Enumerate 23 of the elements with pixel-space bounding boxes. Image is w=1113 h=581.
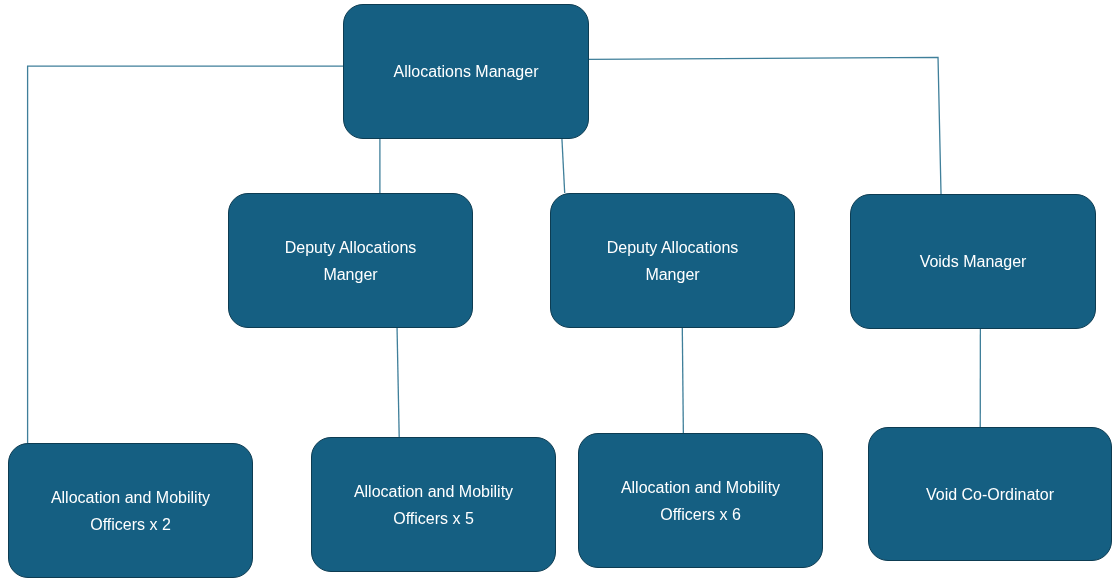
role-box: [850, 194, 1096, 329]
role-box: [228, 193, 473, 328]
connector-line: [396, 327, 400, 438]
role-box: [8, 443, 253, 578]
role-title: Allocation and Mobility Officers x 6: [619, 477, 782, 525]
role-box: [868, 427, 1112, 561]
role-title: Allocation and Mobility Officers x 2: [49, 487, 212, 535]
connector-line: [681, 327, 684, 434]
role-title: Deputy Allocations Manger: [605, 237, 740, 285]
role-title: Deputy Allocations Manger: [283, 237, 418, 285]
connector-line: [26, 65, 344, 444]
role-title: Voids Manager: [919, 252, 1027, 272]
role-title: Allocations Manager: [393, 62, 539, 82]
connector-line: [588, 56, 942, 195]
role-box: [343, 4, 589, 139]
connector-line: [561, 138, 566, 194]
connector-line: [379, 138, 381, 194]
role-title: Allocation and Mobility Officers x 5: [352, 481, 515, 529]
role-box: [550, 193, 795, 328]
role-box: [578, 433, 823, 568]
connector-line: [979, 328, 982, 428]
role-box: [311, 437, 556, 572]
role-title: Void Co-Ordinator: [925, 484, 1055, 505]
